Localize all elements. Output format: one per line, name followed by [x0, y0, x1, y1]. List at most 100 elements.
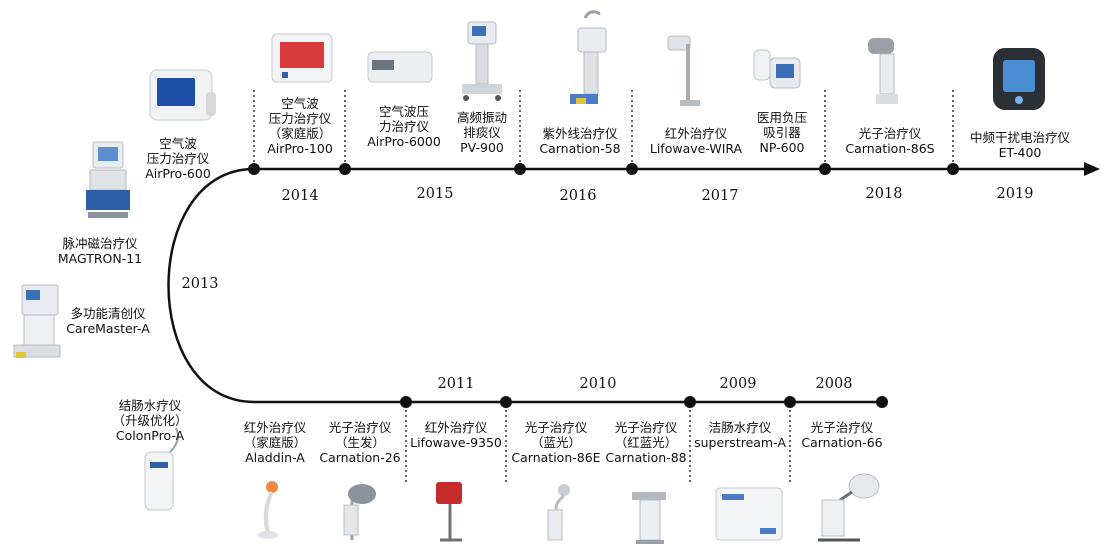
et-400-image	[993, 48, 1045, 110]
product-name: 空气波压	[378, 104, 429, 119]
carnation-88-image	[632, 492, 666, 544]
timeline-node	[400, 396, 412, 408]
product-name: 空气波	[281, 96, 319, 111]
year-2009: 2009	[719, 376, 757, 392]
product-name: 力治疗仪	[378, 119, 429, 134]
product-model: Lifowave-9350	[410, 435, 502, 450]
product-edition: （家庭版）	[268, 126, 332, 141]
carnation-58-image	[570, 10, 607, 104]
airpro-600-image	[149, 69, 216, 121]
product-model: AirPro-6000	[367, 134, 441, 149]
product-label-lifowave-wira: 红外治疗仪 Lifowave-WIRA	[650, 126, 742, 156]
product-name: 红外治疗仪	[424, 420, 488, 435]
product-label-et-400: 中频干扰电治疗仪 ET-400	[970, 130, 1070, 160]
product-label-carnation-58: 紫外线治疗仪 Carnation-58	[539, 126, 620, 156]
product-name: 光子治疗仪	[524, 420, 588, 435]
product-name: 红外治疗仪	[243, 420, 307, 435]
product-edition: （家庭版）	[243, 435, 307, 450]
product-model: Lifowave-WIRA	[649, 141, 743, 156]
carnation-86e-image	[547, 484, 570, 541]
product-label-colonpro-a: 结肠水疗仪 （升级优化） ColonPro-A	[112, 398, 187, 443]
product-model: Carnation-66	[801, 435, 883, 450]
timeline-node	[514, 163, 526, 175]
carnation-86s-image	[868, 38, 898, 104]
colonpro-a-image	[144, 427, 179, 511]
product-label-pv-900: 高频振动 排痰仪 PV-900	[457, 110, 507, 155]
product-name: 高频振动	[456, 110, 508, 125]
product-label-carnation-86e: 光子治疗仪 （蓝光） Carnation-86E	[511, 420, 600, 465]
product-label-np-600: 医用负压 吸引器 NP-600	[757, 110, 807, 155]
year-2014: 2014	[281, 188, 319, 204]
timeline-node	[947, 163, 959, 175]
carnation-66-image	[818, 473, 880, 542]
timeline-node	[626, 163, 638, 175]
product-label-superstream-a: 洁肠水疗仪 superstream-A	[694, 420, 786, 450]
product-name: 洁肠水疗仪	[708, 420, 772, 435]
product-label-airpro-600: 空气波 压力治疗仪 AirPro-600	[145, 136, 211, 181]
carnation-26-image	[343, 484, 376, 540]
year-2018: 2018	[865, 186, 903, 202]
product-model: Carnation-58	[539, 141, 621, 156]
np-600-image	[753, 49, 801, 89]
product-name: 空气波	[159, 136, 197, 151]
product-name: 多功能清创仪	[70, 306, 146, 321]
year-2010: 2010	[579, 376, 617, 392]
product-name: 压力治疗仪	[268, 111, 332, 126]
product-edition: （红蓝光）	[614, 435, 678, 450]
year-2017: 2017	[701, 188, 739, 204]
arrow-head-icon	[1084, 162, 1100, 176]
product-name: 脉冲磁治疗仪	[62, 236, 138, 251]
product-model: ET-400	[998, 145, 1042, 160]
product-label-carnation-88: 光子治疗仪 （红蓝光） Carnation-88	[605, 420, 686, 465]
product-label-magtron-11: 脉冲磁治疗仪 MAGTRON-11	[58, 236, 142, 266]
year-2008: 2008	[815, 376, 853, 392]
product-label-lifowave-9350: 红外治疗仪 Lifowave-9350	[410, 420, 502, 450]
pv-900-image	[462, 21, 502, 101]
product-model: Aladdin-A	[245, 450, 305, 465]
year-2015: 2015	[416, 186, 454, 202]
product-name: 结肠水疗仪	[118, 398, 182, 413]
product-model: Carnation-86E	[511, 450, 601, 465]
product-name: 吸引器	[763, 125, 801, 140]
product-name: 光子治疗仪	[858, 126, 922, 141]
year-2016: 2016	[559, 188, 597, 204]
product-label-aladdin-a: 红外治疗仪 （家庭版） Aladdin-A	[244, 420, 307, 465]
product-label-carnation-66: 光子治疗仪 Carnation-66	[801, 420, 882, 450]
product-name: 光子治疗仪	[614, 420, 678, 435]
caremaster-a-image	[13, 284, 61, 358]
product-model: AirPro-600	[145, 166, 211, 181]
product-name: 医用负压	[756, 110, 808, 125]
product-name: 排痰仪	[463, 125, 501, 140]
timeline-node	[684, 396, 696, 408]
product-label-carnation-86s: 光子治疗仪 Carnation-86S	[845, 126, 934, 156]
product-model: Carnation-88	[605, 450, 687, 465]
product-model: AirPro-100	[267, 141, 333, 156]
timeline-node	[876, 396, 888, 408]
year-2013: 2013	[181, 276, 219, 292]
product-label-airpro-6000: 空气波压 力治疗仪 AirPro-6000	[367, 104, 441, 149]
product-name: 中频干扰电治疗仪	[969, 130, 1071, 145]
lifowave-wira-image	[667, 35, 700, 106]
product-name: 光子治疗仪	[810, 420, 874, 435]
timeline-curve	[167, 167, 255, 404]
aladdin-a-image	[258, 481, 278, 539]
airpro-6000-image	[367, 51, 433, 83]
product-name: 光子治疗仪	[328, 420, 392, 435]
product-model: Carnation-86S	[845, 141, 935, 156]
year-2011: 2011	[437, 376, 475, 392]
product-label-caremaster-a: 多功能清创仪 CareMaster-A	[66, 306, 150, 336]
product-edition: （升级优化）	[112, 413, 188, 428]
year-2019: 2019	[996, 186, 1034, 202]
timeline-node	[339, 163, 351, 175]
product-name: 紫外线治疗仪	[542, 126, 618, 141]
product-model: Carnation-26	[319, 450, 401, 465]
magtron-11-image	[86, 141, 130, 218]
product-model: CareMaster-A	[66, 321, 150, 336]
timeline-node	[500, 396, 512, 408]
product-model: ColonPro-A	[115, 428, 185, 443]
product-model: MAGTRON-11	[57, 251, 143, 266]
timeline-node	[819, 163, 831, 175]
product-label-airpro-100: 空气波 压力治疗仪 （家庭版） AirPro-100	[267, 96, 333, 156]
